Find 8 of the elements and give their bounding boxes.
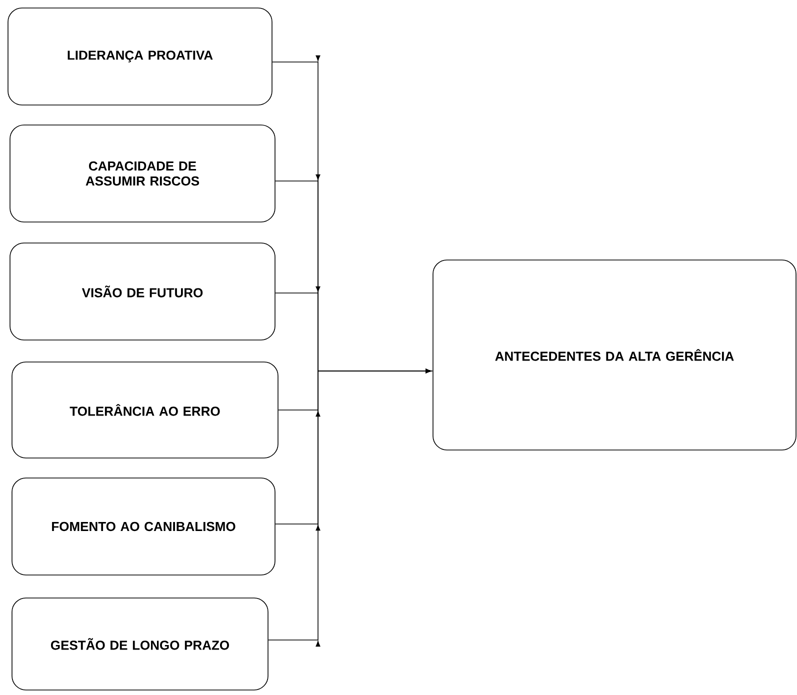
process-box: ANTECEDENTES DA ALTA GERÊNCIA [432, 260, 796, 450]
process-box: LIDERANÇA PROATIVA [8, 8, 272, 106]
process-box: GESTÃO DE LONGO PRAZO [12, 598, 268, 690]
process-box: TOLERÂNCIA AO ERRO [12, 362, 278, 458]
arrow [268, 368, 432, 647]
process-box: VISÃO DE FUTURO [10, 242, 276, 340]
process-box: FOMENTO AO CANIBALISMO [12, 478, 276, 576]
process-box: CAPACIDADE DE ASSUMIR RISCOS [10, 124, 276, 222]
